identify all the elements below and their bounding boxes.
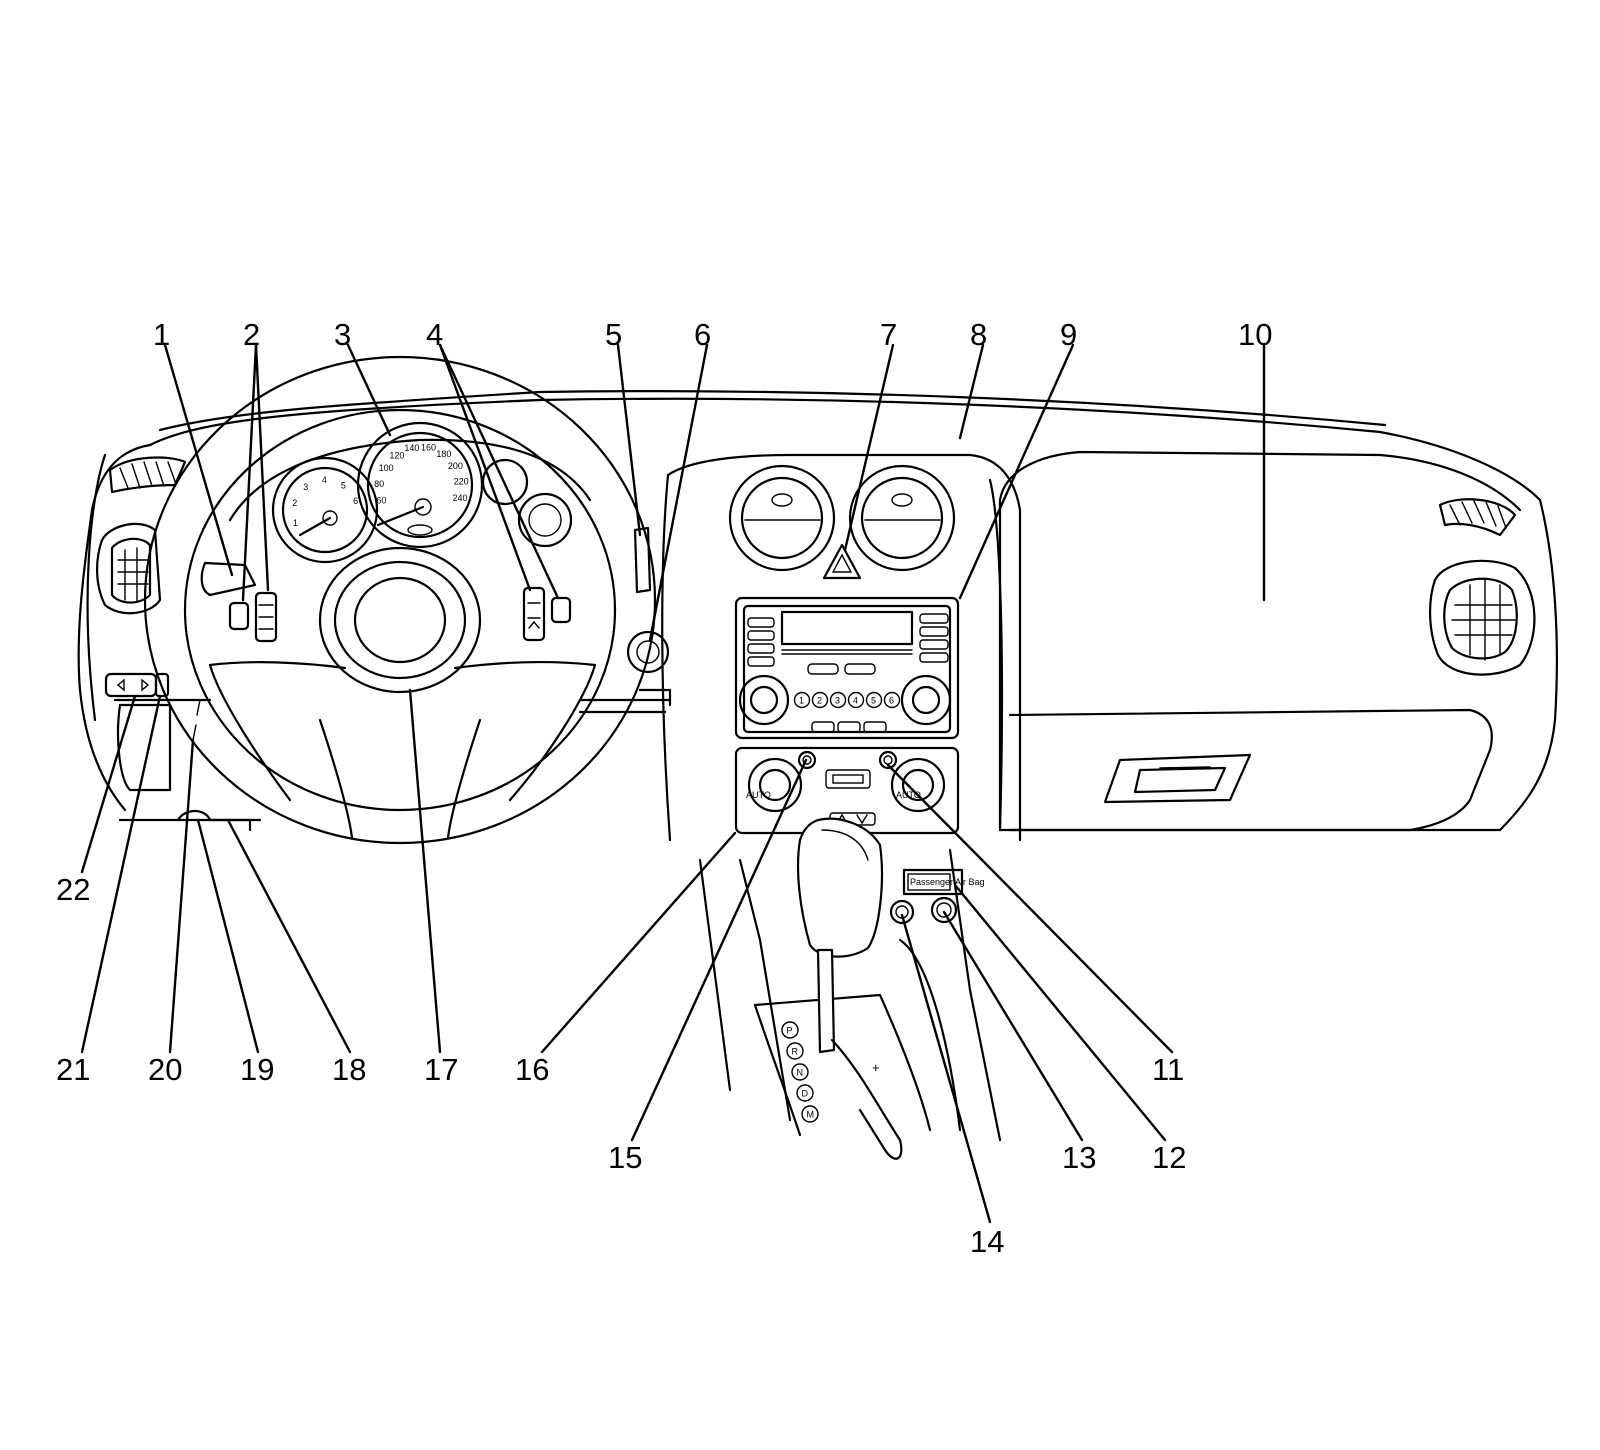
- steering-wheel-right-controls[interactable]: [522, 586, 572, 642]
- console: [698, 848, 1002, 1142]
- radio-preset-buttons[interactable]: 1 2 3 4 5 6: [793, 691, 901, 709]
- radio-preset-button[interactable]: [811, 691, 829, 709]
- speedometer-tick-label: 100: [379, 463, 394, 473]
- speedometer-tick-label: 240: [452, 493, 467, 503]
- dashboard-outline: [77, 390, 1558, 842]
- accessory-power-outlet[interactable]: [889, 899, 915, 925]
- tachometer-tick-label: 3: [303, 482, 308, 492]
- steering-wheel: [143, 355, 657, 845]
- shift-position-label: N: [797, 1068, 804, 1078]
- callout-22: 22: [56, 872, 90, 907]
- speedometer-tick-label: 80: [374, 479, 384, 489]
- callout-17: 17: [424, 1052, 458, 1087]
- hood-release-handle[interactable]: [176, 809, 212, 822]
- hazard-switch[interactable]: [822, 543, 862, 580]
- callout-12: 12: [1152, 1140, 1186, 1175]
- shift-position-indicator: [786, 1042, 804, 1060]
- callout-18: 18: [332, 1052, 366, 1087]
- tachometer-tick-label: 4: [322, 475, 327, 485]
- shift-position-label: D: [802, 1089, 809, 1099]
- callout-10: 10: [1238, 317, 1272, 352]
- left-upper-vent: [108, 456, 187, 494]
- speedometer-tick-label: 180: [436, 449, 451, 459]
- speedometer-tick-label: 200: [448, 461, 463, 471]
- radio-preset-button[interactable]: [847, 691, 865, 709]
- callout-21: 21: [56, 1052, 90, 1087]
- right-round-vent: [1428, 559, 1536, 676]
- callout-8: 8: [970, 317, 987, 352]
- climate-auto-label-right: AUTO: [896, 790, 921, 800]
- tachometer-tick-label: 1: [293, 518, 298, 528]
- airbag-indicator-label: Passenger Air Bag: [910, 877, 985, 887]
- data-link-connector: [192, 699, 201, 741]
- callout-4: 4: [426, 317, 443, 352]
- speedometer-tick-label: 220: [454, 476, 469, 486]
- shift-position-indicator: [796, 1084, 814, 1102]
- shift-position-indicators: P R N D M: [781, 1021, 819, 1123]
- callout-15: 15: [608, 1140, 642, 1175]
- shift-position-indicator: [801, 1105, 819, 1123]
- radio-preset-button[interactable]: [883, 691, 901, 709]
- callout-9: 9: [1060, 317, 1077, 352]
- callout-3: 3: [334, 317, 351, 352]
- callout-1: 1: [153, 317, 170, 352]
- cigarette-lighter[interactable]: [930, 896, 958, 924]
- radio-preset-label: 5: [871, 696, 876, 706]
- ignition-switch[interactable]: [626, 630, 670, 674]
- callout-20: 20: [148, 1052, 182, 1087]
- instrument-cluster: [228, 421, 592, 564]
- callout-6: 6: [694, 317, 711, 352]
- center-vents: [728, 464, 956, 572]
- callout-labels: 1 2 3 4 5 6 7 8 9 10 11 12 13 14 15 16 1…: [56, 317, 1272, 1259]
- tachometer-tick-label: 5: [341, 480, 346, 490]
- instrument-dimmer-switch[interactable]: [154, 672, 170, 698]
- right-upper-vent: [1438, 498, 1517, 537]
- shift-position-label: R: [792, 1047, 799, 1057]
- callout-14: 14: [970, 1224, 1004, 1259]
- glove-box-handle: [1103, 753, 1252, 804]
- callout-11: 11: [1152, 1052, 1184, 1087]
- radio-preset-label: 6: [889, 696, 894, 706]
- tachometer-tick-label: 6: [353, 496, 358, 506]
- speedometer-tick-label: 140: [404, 443, 419, 453]
- wiper-lever[interactable]: [633, 526, 652, 594]
- radio-preset-button[interactable]: [793, 691, 811, 709]
- shift-position-indicator: [791, 1063, 809, 1081]
- callout-2: 2: [243, 317, 260, 352]
- climate-auto-label-left: AUTO: [746, 790, 771, 800]
- speedometer-tick-label: 160: [421, 443, 436, 453]
- shift-position-label: M: [807, 1110, 815, 1120]
- shift-position-label: P: [787, 1026, 793, 1036]
- callout-19: 19: [240, 1052, 274, 1087]
- radio-preset-button[interactable]: [829, 691, 847, 709]
- radio-preset-label: 4: [853, 696, 858, 706]
- tachometer-tick-label: 2: [292, 498, 297, 508]
- radio-preset-label: 3: [835, 696, 840, 706]
- turn-signal-lever[interactable]: [200, 561, 257, 597]
- radio-preset-button[interactable]: [865, 691, 883, 709]
- callout-16: 16: [515, 1052, 549, 1087]
- leader-lines: [80, 343, 1266, 1224]
- left-climate-selector-button[interactable]: [797, 750, 817, 770]
- passenger-airbag-indicator: Passenger Air Bag: [902, 868, 985, 896]
- shift-position-indicator: [781, 1021, 799, 1039]
- radio-preset-label: 2: [817, 696, 822, 706]
- callout-7: 7: [880, 317, 897, 352]
- parking-brake-release[interactable]: [208, 818, 252, 832]
- steering-wheel-left-controls[interactable]: [228, 591, 278, 643]
- shift-lever[interactable]: [796, 817, 884, 1054]
- radio-preset-label: 1: [799, 696, 804, 706]
- callout-5: 5: [605, 317, 622, 352]
- shift-gate: [830, 1038, 903, 1160]
- callout-13: 13: [1062, 1140, 1096, 1175]
- speedometer-tick-label: 60: [376, 496, 386, 506]
- headlamp-switch[interactable]: [104, 672, 158, 698]
- shift-plus-label: +: [872, 1060, 880, 1075]
- radio-unit: [734, 596, 960, 740]
- left-round-vent: [95, 522, 162, 615]
- speedometer-tick-label: 120: [389, 450, 404, 460]
